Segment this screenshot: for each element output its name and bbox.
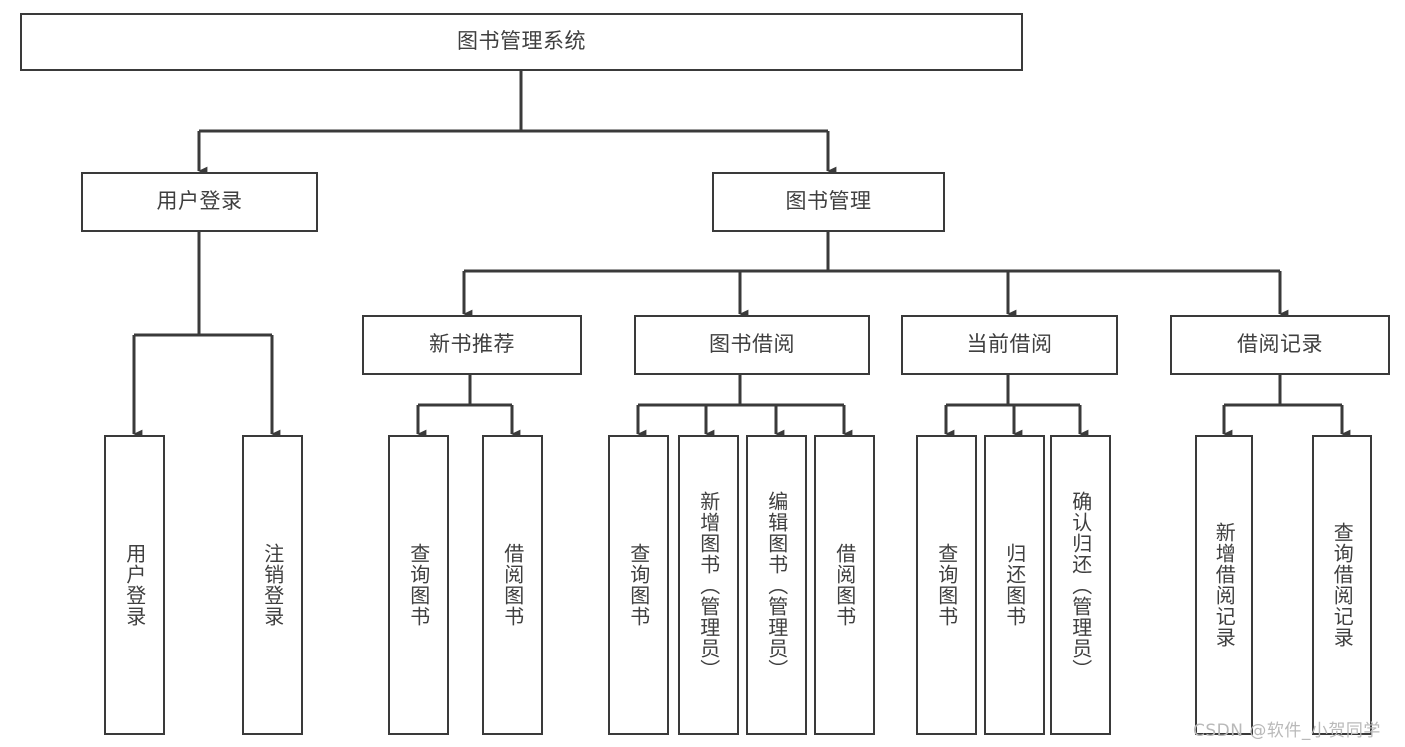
node-label: 图书借阅 [709,332,795,357]
node-borrow-record[interactable]: 借阅记录 [1170,315,1390,375]
node-root[interactable]: 图书管理系统 [20,13,1023,71]
node-leaf-add-book[interactable]: 新增图书（管理员） [678,435,739,735]
node-label: 借阅图书 [500,543,525,627]
node-book-borrow[interactable]: 图书借阅 [634,315,870,375]
node-leaf-add-record[interactable]: 新增借阅记录 [1195,435,1253,735]
node-leaf-user-login[interactable]: 用户登录 [104,435,165,735]
node-leaf-borrow-book-1[interactable]: 借阅图书 [482,435,543,735]
node-label: 借阅记录 [1237,332,1323,357]
node-leaf-query-book-3[interactable]: 查询图书 [916,435,977,735]
node-label: 查询图书 [406,543,431,627]
node-label: 图书管理系统 [457,29,586,54]
node-label: 新书推荐 [429,332,515,357]
node-label: 编辑图书（管理员） [764,490,789,680]
node-current-borrow[interactable]: 当前借阅 [901,315,1118,375]
node-label: 当前借阅 [966,332,1053,357]
node-leaf-borrow-book-2[interactable]: 借阅图书 [814,435,875,735]
node-leaf-confirm-return[interactable]: 确认归还（管理员） [1050,435,1111,735]
node-label: 查询借阅记录 [1330,522,1355,648]
node-label: 借阅图书 [832,543,857,627]
node-leaf-query-book-2[interactable]: 查询图书 [608,435,669,735]
node-leaf-logout[interactable]: 注销登录 [242,435,303,735]
node-label: 注销登录 [260,543,285,627]
node-label: 新增图书（管理员） [696,490,721,680]
node-user-login[interactable]: 用户登录 [81,172,318,232]
node-label: 确认归还（管理员） [1068,490,1093,680]
node-leaf-query-record[interactable]: 查询借阅记录 [1312,435,1372,735]
node-label: 图书管理 [785,189,872,214]
node-leaf-return-book[interactable]: 归还图书 [984,435,1045,735]
node-label: 查询图书 [626,543,651,627]
node-label: 用户登录 [122,543,147,627]
node-leaf-edit-book[interactable]: 编辑图书（管理员） [746,435,807,735]
node-label: 查询图书 [934,543,959,627]
node-label: 归还图书 [1002,543,1027,627]
node-new-book-rec[interactable]: 新书推荐 [362,315,582,375]
node-leaf-query-book-1[interactable]: 查询图书 [388,435,449,735]
node-book-manage[interactable]: 图书管理 [712,172,945,232]
node-label: 新增借阅记录 [1212,522,1237,648]
node-label: 用户登录 [156,189,243,214]
